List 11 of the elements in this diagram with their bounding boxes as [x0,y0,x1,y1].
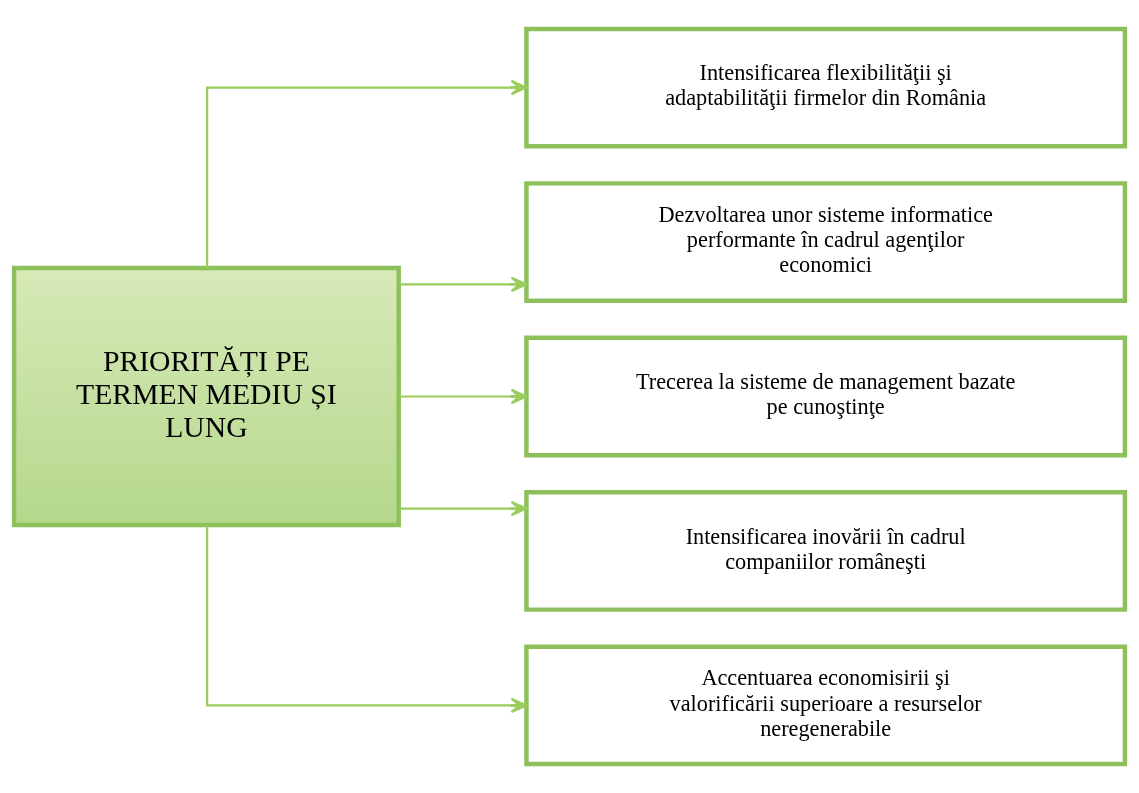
node-box: Accentuarea economisirii şi valorificării superioare a resurselor neregenerabile [524,644,1128,767]
node-box: Dezvoltarea unor sisteme informatice performante în cadrul agenţilor economici [524,181,1128,303]
node-box: Intensificarea inovării în cadrul companiilor româneşti [524,490,1128,612]
arrow [398,388,528,405]
node-box: Trecerea la sisteme de management bazate pe cunoştinţe [524,335,1128,458]
node-box: Intensificarea flexibilităţii şi adaptabilităţii firmelor din România [524,26,1128,149]
arrow [206,79,528,268]
node-box: PRIORITĂȚI PE TERMEN MEDIU ȘI LUNG [11,265,401,528]
arrow [206,525,528,714]
arrow [398,500,528,517]
arrow [398,276,528,293]
